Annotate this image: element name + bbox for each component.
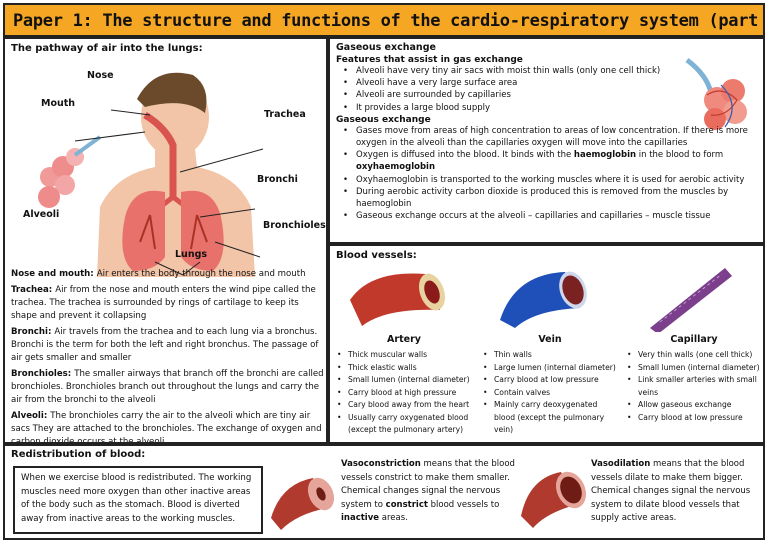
gas-exchange-item: Oxyhaemoglobin is transported to the wor… <box>336 174 761 186</box>
vasodilation-term: Vasodilation <box>591 459 651 469</box>
text-nose-mouth: Air enters the body through the nose and… <box>96 269 306 279</box>
gas-exchange-content: Gaseous exchange Features that assist in… <box>336 42 761 223</box>
pathway-panel: The pathway of air into the lungs: <box>3 37 328 444</box>
label-bronchioles: Bronchioles <box>263 220 326 231</box>
artery-column: Artery Thick muscular walls Thick elasti… <box>334 334 474 437</box>
nose-mouth-description: Nose and mouth: Air enters the body thro… <box>11 269 306 279</box>
inactive-term: inactive <box>341 513 380 523</box>
artery-image <box>350 273 446 326</box>
artery-item: Small lumen (internal diameter) <box>334 374 474 387</box>
vein-list: Thin walls Large lumen (internal diamete… <box>480 349 620 437</box>
gas-feature-item: Alveoli have a very large surface area <box>336 77 666 89</box>
label-alveoli: Alveoli <box>23 209 60 220</box>
vein-image <box>500 271 587 328</box>
gas-exchange-item: Oxygen is diffused into the blood. It bi… <box>336 149 761 173</box>
artery-list: Thick muscular walls Thick elastic walls… <box>334 349 474 437</box>
vein-item: Carry blood at low pressure <box>480 374 620 387</box>
pathway-descriptions: Nose and mouth: Air enters the body thro… <box>11 268 326 444</box>
artery-item: Thick elastic walls <box>334 362 474 375</box>
vasoconstriction-term: Vasoconstriction <box>341 459 421 469</box>
capillary-item: Allow gaseous exchange <box>624 399 763 412</box>
vein-item: Mainly carry deoxygenated blood (except … <box>480 399 620 437</box>
text-alveoli: The bronchioles carry the air to the alv… <box>11 411 322 444</box>
blood-vessel-images <box>350 268 732 332</box>
vasoconstriction-image <box>271 477 335 530</box>
text-bronchioles: The smaller airways that branch off the … <box>11 369 324 405</box>
vasodilation-image <box>521 471 587 528</box>
capillary-image <box>650 268 732 332</box>
airway-shape <box>143 111 177 197</box>
term-trachea: Trachea <box>11 285 49 295</box>
artery-name: Artery <box>387 334 421 345</box>
vaso-d-text: means that the blood vessels dilate to m… <box>591 459 751 523</box>
gas-heading: Gaseous exchange <box>336 42 436 53</box>
redistribution-summary: When we exercise blood is redistributed.… <box>13 466 263 534</box>
text-trachea: Air from the nose and mouth enters the w… <box>11 285 316 321</box>
capillary-item: Carry blood at low pressure <box>624 412 763 425</box>
capillary-column: Capillary Very thin walls (one cell thic… <box>624 334 763 425</box>
gas-exchange-heading: Gaseous exchange <box>336 114 431 125</box>
capillary-item: Very thin walls (one cell thick) <box>624 349 763 362</box>
label-mouth: Mouth <box>41 98 76 109</box>
respiratory-system-diagram <box>38 72 264 277</box>
gas-feature-item: It provides a large blood supply <box>336 102 666 114</box>
haemoglobin-term: haemoglobin <box>573 150 637 161</box>
capillary-name: Capillary <box>670 334 718 345</box>
exchange-text: Oxygen is diffused into the blood. It bi… <box>356 150 574 161</box>
vein-item: Large lumen (internal diameter) <box>480 362 620 375</box>
alveoli-description: Alveoli: The bronchioles carry the air t… <box>11 410 326 444</box>
gas-features-list: Alveoli have very tiny air sacs with moi… <box>336 65 761 114</box>
artery-item: Thick muscular walls <box>334 349 474 362</box>
gas-features-heading: Features that assist in gas exchange <box>336 55 523 65</box>
vein-item: Contain valves <box>480 387 620 400</box>
vaso-c-text: means that the blood vessels constrict t… <box>341 459 515 510</box>
vessels-heading: Blood vessels: <box>336 250 417 261</box>
artery-item: Carry blood at high pressure <box>334 387 474 400</box>
gas-feature-item: Alveoli have very tiny air sacs with moi… <box>336 65 666 77</box>
exchange-text: in the blood to form <box>636 150 724 161</box>
text-bronchi: Air travels from the trachea and to each… <box>11 327 319 363</box>
vein-item: Thin walls <box>480 349 620 362</box>
oxyhaemoglobin-term: oxyhaemoglobin <box>356 162 435 173</box>
term-bronchioles: Bronchioles <box>11 369 68 379</box>
capillary-list: Very thin walls (one cell thick) Small l… <box>624 349 763 425</box>
vaso-c-text: areas. <box>379 513 408 523</box>
term-nose-mouth: Nose and mouth <box>11 269 91 279</box>
gas-exchange-item: During aerobic activity carbon dioxide i… <box>336 186 761 210</box>
capillary-item: Small lumen (internal diameter) <box>624 362 763 375</box>
vaso-c-text: blood vessels to <box>427 499 500 510</box>
vein-column: Vein Thin walls Large lumen (internal di… <box>480 334 620 437</box>
label-trachea: Trachea <box>264 109 306 120</box>
redistribution-heading: Redistribution of blood: <box>11 449 146 460</box>
term-bronchi: Bronchi <box>11 327 48 337</box>
vasodilation-text: Vasodilation means that the blood vessel… <box>591 458 763 526</box>
alveoli-cluster <box>38 135 102 208</box>
capillary-item: Link smaller arteries with small veins <box>624 374 763 399</box>
hair-shape <box>137 72 207 113</box>
redistribution-panel: Redistribution of blood: When we exercis… <box>3 444 765 540</box>
blood-vessels-panel: Blood vessels: Artery Thick muscular wal… <box>328 244 765 444</box>
vasoconstriction-text: Vasoconstriction means that the blood ve… <box>341 458 519 526</box>
artery-item: Cary blood away from the heart <box>334 399 474 412</box>
gas-feature-item: Alveoli are surrounded by capillaries <box>336 89 666 101</box>
pathway-heading: The pathway of air into the lungs: <box>11 43 203 54</box>
gas-exchange-list: Gases move from areas of high concentrat… <box>336 125 761 223</box>
artery-item: Usually carry oxygenated blood (except t… <box>334 412 474 437</box>
label-nose: Nose <box>87 70 114 81</box>
vein-name: Vein <box>538 334 562 345</box>
label-bronchi: Bronchi <box>257 174 298 185</box>
page-title: Paper 1: The structure and functions of … <box>3 3 768 37</box>
term-alveoli: Alveoli <box>11 411 44 421</box>
bronchioles-shape <box>139 214 208 250</box>
gas-exchange-item: Gases move from areas of high concentrat… <box>336 125 761 149</box>
bronchioles-description: Bronchioles: The smaller airways that br… <box>11 369 324 405</box>
constrict-term: constrict <box>385 499 428 510</box>
trachea-description: Trachea: Air from the nose and mouth ent… <box>11 285 316 321</box>
gas-exchange-item: Gaseous exchange occurs at the alveoli –… <box>336 210 761 222</box>
bronchi-description: Bronchi: Air travels from the trachea an… <box>11 327 319 363</box>
gas-exchange-panel: Gaseous exchange Features that assist in… <box>328 37 765 244</box>
label-lungs: Lungs <box>175 249 208 260</box>
